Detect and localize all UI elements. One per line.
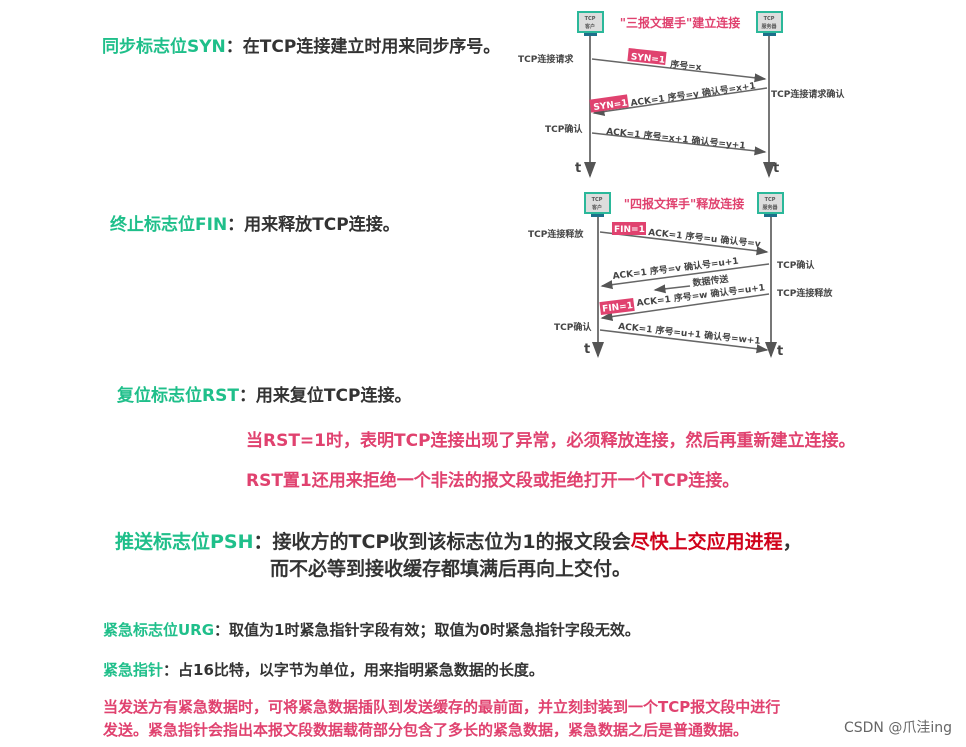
svg-text:ACK=1 序号=u+1 确认号=w+1: ACK=1 序号=u+1 确认号=w+1 (618, 320, 762, 347)
svg-text:TCP: TCP (764, 16, 775, 22)
svg-text:TCP连接请求: TCP连接请求 (518, 53, 574, 65)
fin-desc: ：用来释放TCP连接。 (227, 215, 400, 235)
handshake-title: "三报文握手"建立连接 (620, 15, 741, 30)
svg-text:FIN=1: FIN=1 (614, 225, 645, 235)
syn-line: 同步标志位SYN：在TCP连接建立时用来同步序号。 (102, 32, 500, 57)
psh-title: 推送标志位PSH (115, 531, 254, 553)
urg-title: 紧急标志位URG (103, 621, 215, 639)
svg-text:ACK=1 序号=y 确认号=x+1: ACK=1 序号=y 确认号=x+1 (630, 80, 757, 109)
svg-text:序号=x: 序号=x (670, 58, 703, 73)
svg-text:FIN=1: FIN=1 (602, 301, 634, 315)
svg-text:ACK=1 序号=x+1 确认号=y+1: ACK=1 序号=x+1 确认号=y+1 (606, 125, 746, 152)
svg-text:TCP确认: TCP确认 (545, 123, 583, 135)
svg-text:t: t (773, 161, 779, 176)
svg-text:数据传送: 数据传送 (692, 273, 730, 289)
pointer-desc: ：占16比特，以字节为单位，用来指明紧急数据的长度。 (163, 661, 544, 679)
svg-text:TCP: TCP (592, 197, 603, 203)
watermark: CSDN @爪洼ing (843, 720, 952, 736)
urg-desc: ：取值为1时紧急指针字段有效；取值为0时紧急指针字段无效。 (214, 621, 640, 639)
syn-title: 同步标志位SYN (102, 37, 226, 57)
pointer-title: 紧急指针 (103, 661, 164, 679)
rst-note-2: RST置1还用来拒绝一个非法的报文段或拒绝打开一个TCP连接。 (246, 471, 740, 491)
svg-text:服务器: 服务器 (762, 204, 778, 211)
urgent-note-1: 当发送方有紧急数据时，可将紧急数据插队到发送缓存的最前面，并立刻封装到一个TCP… (103, 698, 781, 716)
svg-text:SYN=1: SYN=1 (630, 52, 665, 66)
svg-text:TCP连接请求确认: TCP连接请求确认 (771, 88, 845, 100)
svg-text:t: t (575, 161, 581, 176)
svg-text:t: t (584, 342, 590, 357)
rst-line: 复位标志位RST：用来复位TCP连接。 (117, 381, 411, 406)
pointer-line: 紧急指针：占16比特，以字节为单位，用来指明紧急数据的长度。 (103, 659, 544, 680)
svg-text:TCP确认: TCP确认 (777, 259, 815, 271)
psh-highlight: 尽快上交应用进程 (630, 531, 783, 553)
svg-text:服务器: 服务器 (761, 23, 777, 30)
urgent-note-2: 发送。紧急指针会指出本报文段数据载荷部分包含了多长的紧急数据，紧急数据之后是普通… (103, 721, 749, 739)
psh-desc-1: ：接收方的TCP收到该标志位为1的报文段会 (253, 531, 631, 553)
svg-text:客户: 客户 (584, 23, 595, 30)
svg-text:t: t (777, 344, 783, 359)
rst-desc: ：用来复位TCP连接。 (238, 386, 412, 406)
fin-line: 终止标志位FIN：用来释放TCP连接。 (110, 210, 400, 235)
fin-title: 终止标志位FIN (110, 215, 228, 235)
rst-note-1: 当RST=1时，表明TCP连接出现了异常，必须释放连接，然后再重新建立连接。 (246, 431, 856, 451)
svg-text:TCP: TCP (765, 197, 776, 203)
svg-text:TCP连接释放: TCP连接释放 (528, 228, 584, 240)
psh-line-2: 而不必等到接收缓存都填满后再向上交付。 (270, 558, 632, 580)
syn-desc: ：在TCP连接建立时用来同步序号。 (225, 37, 501, 57)
urg-line: 紧急标志位URG：取值为1时紧急指针字段有效；取值为0时紧急指针字段无效。 (103, 619, 640, 640)
svg-text:TCP连接释放: TCP连接释放 (777, 287, 833, 299)
psh-line: 推送标志位PSH：接收方的TCP收到该标志位为1的报文段会尽快上交应用进程， (115, 527, 802, 554)
svg-text:TCP确认: TCP确认 (554, 321, 592, 333)
svg-text:SYN=1: SYN=1 (593, 98, 628, 113)
rst-title: 复位标志位RST (117, 386, 239, 406)
wave-title: "四报文挥手"释放连接 (624, 196, 745, 211)
svg-text:客户: 客户 (591, 204, 602, 211)
svg-text:ACK=1 序号=u 确认号=v: ACK=1 序号=u 确认号=v (648, 226, 762, 250)
svg-text:TCP: TCP (585, 16, 596, 22)
psh-desc-2: ， (782, 531, 802, 553)
